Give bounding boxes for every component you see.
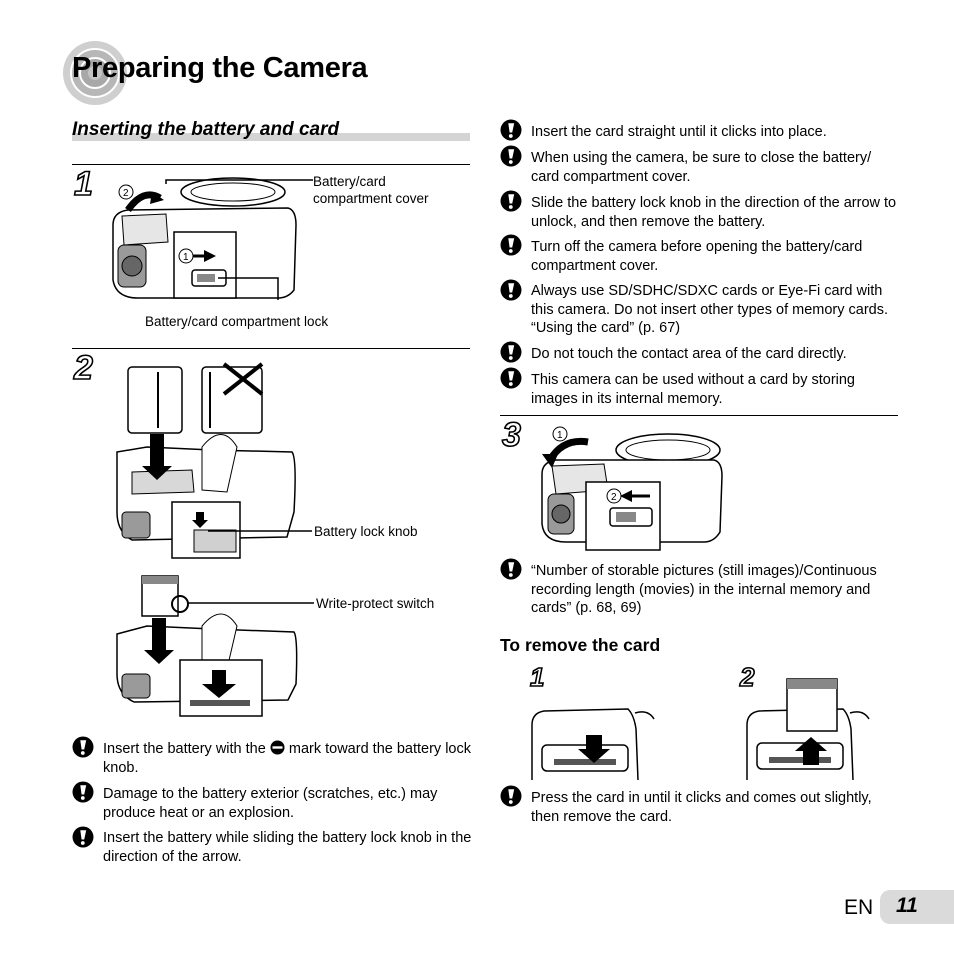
- note-contact-area: Do not touch the contact area of the car…: [531, 346, 847, 362]
- svg-text:2: 2: [611, 492, 617, 503]
- note-battery-damage: Damage to the battery exterior (scratche…: [103, 786, 438, 821]
- note-storable-pictures: “Number of storable pictures (still imag…: [531, 563, 877, 616]
- page-title: Preparing the Camera: [72, 52, 368, 84]
- caution-icon: [500, 785, 522, 807]
- label-compartment-lock: Battery/card compartment lock: [145, 314, 329, 329]
- caution-icon: [500, 234, 522, 256]
- step-divider: [500, 415, 898, 416]
- section-title: Inserting the battery and card: [72, 119, 340, 140]
- caution-icon: [72, 736, 94, 758]
- page-number: 11: [896, 894, 918, 917]
- note-card-straight: Insert the card straight until it clicks…: [531, 124, 827, 140]
- note-battery-slide: Insert the battery while sliding the bat…: [103, 830, 472, 865]
- step-3-illustration: 1 2: [541, 426, 723, 551]
- note-text-after: mark toward the battery lock knob.: [103, 741, 472, 776]
- note-internal-memory: This camera can be used without a card b…: [531, 372, 855, 407]
- remove-card-title: To remove the card: [500, 635, 661, 655]
- step-3-number: 3: [501, 416, 522, 454]
- caution-icon: [500, 367, 522, 389]
- caution-icon: [500, 190, 522, 212]
- remove-step-1-number: 1: [529, 662, 545, 692]
- camera-lens-icon: [63, 41, 127, 105]
- step-2-card-illustration: [116, 575, 314, 717]
- label-battery-lock-knob: Battery lock knob: [314, 524, 418, 539]
- step-divider: [72, 348, 470, 349]
- section-underline: [72, 133, 470, 141]
- caution-icon: [72, 781, 94, 803]
- note-close-cover: When using the camera, be sure to close …: [531, 150, 872, 185]
- note-turn-off: Turn off the camera before opening the b…: [531, 239, 863, 274]
- page-number-tab: [880, 890, 954, 924]
- svg-text:1: 1: [557, 430, 563, 441]
- note-press-card: Press the card in until it clicks and co…: [531, 790, 872, 825]
- svg-text:1: 1: [183, 252, 189, 263]
- caution-icon: [500, 558, 522, 580]
- caution-icon: [500, 341, 522, 363]
- label-write-protect-switch: Write-protect switch: [316, 596, 435, 611]
- step-2-number: 2: [73, 349, 94, 387]
- remove-step-2-number: 2: [739, 662, 755, 692]
- caution-icon: [72, 826, 94, 848]
- minus-circle-icon: [270, 740, 285, 755]
- step-1-illustration: 2 1: [112, 177, 313, 300]
- note-text-before: Insert the battery with the: [103, 741, 270, 757]
- caution-icon: [500, 279, 522, 301]
- caution-icon: [500, 119, 522, 141]
- label-compartment-cover: Battery/card compartment cover: [313, 174, 429, 206]
- note-battery-mark: Insert the battery with the mark toward …: [103, 740, 473, 777]
- step-divider: [72, 164, 470, 165]
- svg-text:2: 2: [123, 188, 129, 199]
- step-1-number: 1: [73, 165, 94, 203]
- note-card-types: Always use SD/SDHC/SDXC cards or Eye-Fi …: [531, 283, 888, 336]
- language-label: EN: [844, 896, 874, 919]
- remove-step-1-illustration: [531, 708, 655, 781]
- remove-step-2-illustration: [746, 678, 870, 781]
- note-slide-knob: Slide the battery lock knob in the direc…: [531, 195, 897, 230]
- step-2-battery-illustration: [116, 362, 312, 559]
- caution-icon: [500, 145, 522, 167]
